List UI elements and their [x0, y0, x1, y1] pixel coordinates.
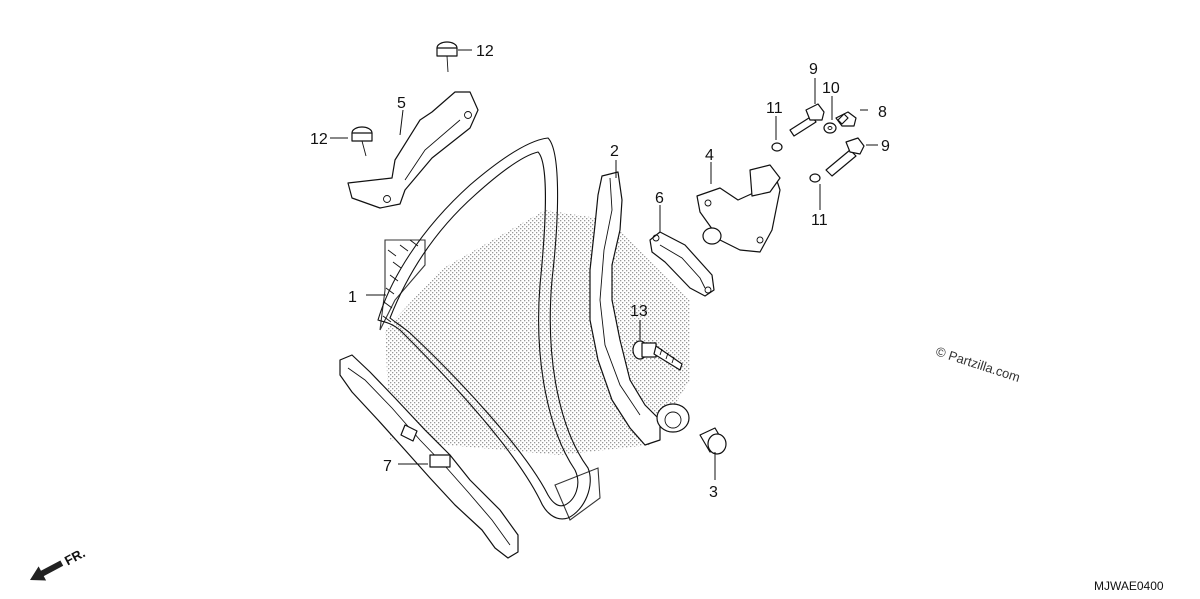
callouts: 1 2 3 4 5 6 7 8 9 9 10 11 11 12 12 13 [310, 43, 890, 501]
callout-7: 7 [383, 458, 392, 475]
bolt-8 [835, 111, 857, 127]
tensioner-lifter-part [696, 164, 781, 253]
callout-12-left: 12 [310, 131, 328, 148]
gasket-part [649, 231, 715, 297]
callout-9-lower: 9 [881, 138, 890, 155]
callout-9-upper: 9 [809, 61, 818, 78]
washer-10 [823, 122, 837, 134]
washer-11-lower [809, 173, 821, 183]
callout-11-lower: 11 [811, 212, 828, 229]
diagram-code: MJWAE0400 [1094, 579, 1164, 593]
guide-plate-part [347, 91, 479, 209]
bolt-9-upper [789, 103, 825, 137]
callout-3: 3 [709, 484, 718, 501]
front-indicator: FR. [30, 545, 88, 581]
watermark: © Partzilla.com [934, 344, 1022, 385]
washer-11-upper [771, 142, 783, 152]
callout-4: 4 [705, 147, 714, 164]
bolt-13 [632, 340, 683, 371]
front-arrow-icon [30, 560, 64, 581]
callout-5: 5 [397, 95, 406, 112]
callout-2: 2 [610, 143, 619, 160]
callout-13: 13 [630, 303, 648, 320]
cam-chain-part [377, 137, 601, 521]
callout-6: 6 [655, 190, 664, 207]
callout-11-upper: 11 [766, 100, 783, 117]
bolt-12-upper [436, 41, 458, 73]
leader-lines [330, 49, 878, 480]
collar-part [699, 427, 727, 455]
bolt-12-left [351, 126, 373, 157]
front-label: FR. [62, 545, 88, 568]
callout-10: 10 [822, 80, 840, 97]
tensioner-arm-part [589, 171, 690, 446]
chain-guide-lower-part [339, 354, 519, 559]
callout-1: 1 [348, 289, 357, 306]
bolt-9-lower [825, 137, 865, 177]
callout-8: 8 [878, 104, 887, 121]
callout-12-upper: 12 [476, 43, 494, 60]
